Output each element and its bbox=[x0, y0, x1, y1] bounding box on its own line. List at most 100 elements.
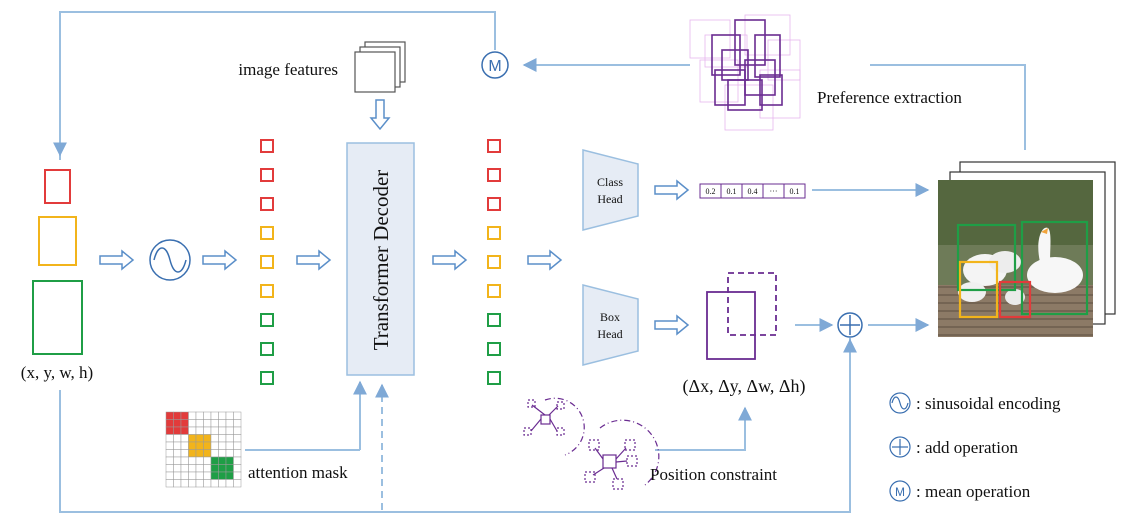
query-stack-left bbox=[260, 139, 274, 385]
score-value: 0.2 bbox=[706, 187, 716, 196]
mask-cell bbox=[233, 419, 242, 428]
mask-cell bbox=[203, 479, 212, 488]
mask-cell bbox=[233, 479, 242, 488]
query-token bbox=[260, 197, 274, 211]
box-head: Box Head bbox=[582, 284, 639, 366]
query-token bbox=[487, 284, 501, 298]
transformer-decoder-label: Transformer Decoder bbox=[369, 170, 393, 351]
mask-cell bbox=[203, 449, 212, 458]
arrow-class-out bbox=[654, 179, 690, 201]
mask-cell bbox=[173, 449, 182, 458]
box-delta-label: (Δx, Δy, Δw, Δh) bbox=[683, 376, 806, 397]
mask-cell bbox=[165, 426, 174, 435]
mask-cell bbox=[180, 471, 189, 480]
score-value: 0.1 bbox=[790, 187, 800, 196]
mask-cell bbox=[195, 419, 204, 428]
arrow-to-encoding bbox=[99, 249, 135, 271]
mask-cell bbox=[173, 419, 182, 428]
input-box-green bbox=[32, 280, 83, 355]
mask-cell bbox=[165, 456, 174, 465]
legend-add-text: : add operation bbox=[916, 438, 1018, 457]
mask-cell bbox=[233, 411, 242, 420]
add-operation-icon bbox=[837, 312, 863, 338]
mask-cell bbox=[203, 419, 212, 428]
mask-cell bbox=[233, 449, 242, 458]
mask-cell bbox=[218, 434, 227, 443]
mask-cell bbox=[210, 434, 219, 443]
arrow-to-heads bbox=[527, 249, 563, 271]
input-query-boxes bbox=[32, 169, 83, 355]
mask-cell bbox=[225, 441, 234, 450]
mask-cell bbox=[233, 471, 242, 480]
mask-cell bbox=[180, 426, 189, 435]
query-token bbox=[487, 255, 501, 269]
box-head-label-1: Box bbox=[600, 310, 620, 324]
mask-cell bbox=[210, 426, 219, 435]
class-head-label-2: Head bbox=[597, 192, 622, 206]
query-token bbox=[260, 342, 274, 356]
mask-cell bbox=[195, 434, 204, 443]
mask-cell bbox=[210, 411, 219, 420]
legend: : sinusoidal encoding : add operation M … bbox=[889, 392, 1061, 502]
mask-cell bbox=[203, 464, 212, 473]
mask-cell bbox=[195, 441, 204, 450]
arrow-to-decoder bbox=[296, 249, 332, 271]
mask-cell bbox=[165, 464, 174, 473]
mask-cell bbox=[180, 441, 189, 450]
mask-cell bbox=[173, 456, 182, 465]
transformer-decoder-block bbox=[346, 142, 415, 376]
score-cell bbox=[783, 183, 806, 199]
mask-cell bbox=[203, 471, 212, 480]
query-stack-right bbox=[487, 139, 501, 385]
flow-arrows bbox=[99, 99, 690, 336]
mask-cell bbox=[225, 479, 234, 488]
image-features-label: image features bbox=[238, 60, 338, 79]
mask-cell bbox=[218, 464, 227, 473]
query-token bbox=[487, 313, 501, 327]
mask-cell bbox=[165, 449, 174, 458]
mask-cell bbox=[195, 456, 204, 465]
mask-cell bbox=[233, 426, 242, 435]
attention-mask-label: attention mask bbox=[248, 463, 348, 482]
mask-cell bbox=[165, 441, 174, 450]
mask-cell bbox=[165, 479, 174, 488]
mask-cell bbox=[165, 471, 174, 480]
mask-cell bbox=[218, 411, 227, 420]
mask-cell bbox=[203, 441, 212, 450]
mask-cell bbox=[180, 479, 189, 488]
attention-mask-grid bbox=[165, 411, 242, 488]
image-features-stack bbox=[354, 41, 406, 93]
mask-cell bbox=[195, 426, 204, 435]
mask-cell bbox=[233, 456, 242, 465]
input-box-red bbox=[44, 169, 71, 204]
score-value: 0.4 bbox=[748, 187, 758, 196]
mask-cell bbox=[165, 419, 174, 428]
mask-cell bbox=[210, 456, 219, 465]
mask-cell bbox=[165, 411, 174, 420]
arrow-features-down bbox=[369, 99, 391, 131]
mask-cell bbox=[210, 449, 219, 458]
sinusoidal-icon bbox=[149, 239, 191, 281]
query-token bbox=[260, 226, 274, 240]
mask-cell bbox=[210, 479, 219, 488]
query-token bbox=[260, 371, 274, 385]
query-token bbox=[487, 226, 501, 240]
query-token bbox=[260, 284, 274, 298]
mask-cell bbox=[203, 411, 212, 420]
mask-cell bbox=[218, 449, 227, 458]
mask-cell bbox=[180, 434, 189, 443]
score-value: 0.1 bbox=[727, 187, 737, 196]
query-token bbox=[260, 168, 274, 182]
mask-cell bbox=[225, 434, 234, 443]
mask-cell bbox=[218, 441, 227, 450]
mask-cell bbox=[173, 464, 182, 473]
mask-cell bbox=[195, 479, 204, 488]
coords-label: (x, y, w, h) bbox=[21, 363, 93, 382]
query-token bbox=[487, 197, 501, 211]
mask-cell bbox=[203, 426, 212, 435]
mask-cell bbox=[225, 449, 234, 458]
mask-cell bbox=[225, 419, 234, 428]
mask-cell bbox=[180, 464, 189, 473]
class-head-label-1: Class bbox=[597, 175, 623, 189]
